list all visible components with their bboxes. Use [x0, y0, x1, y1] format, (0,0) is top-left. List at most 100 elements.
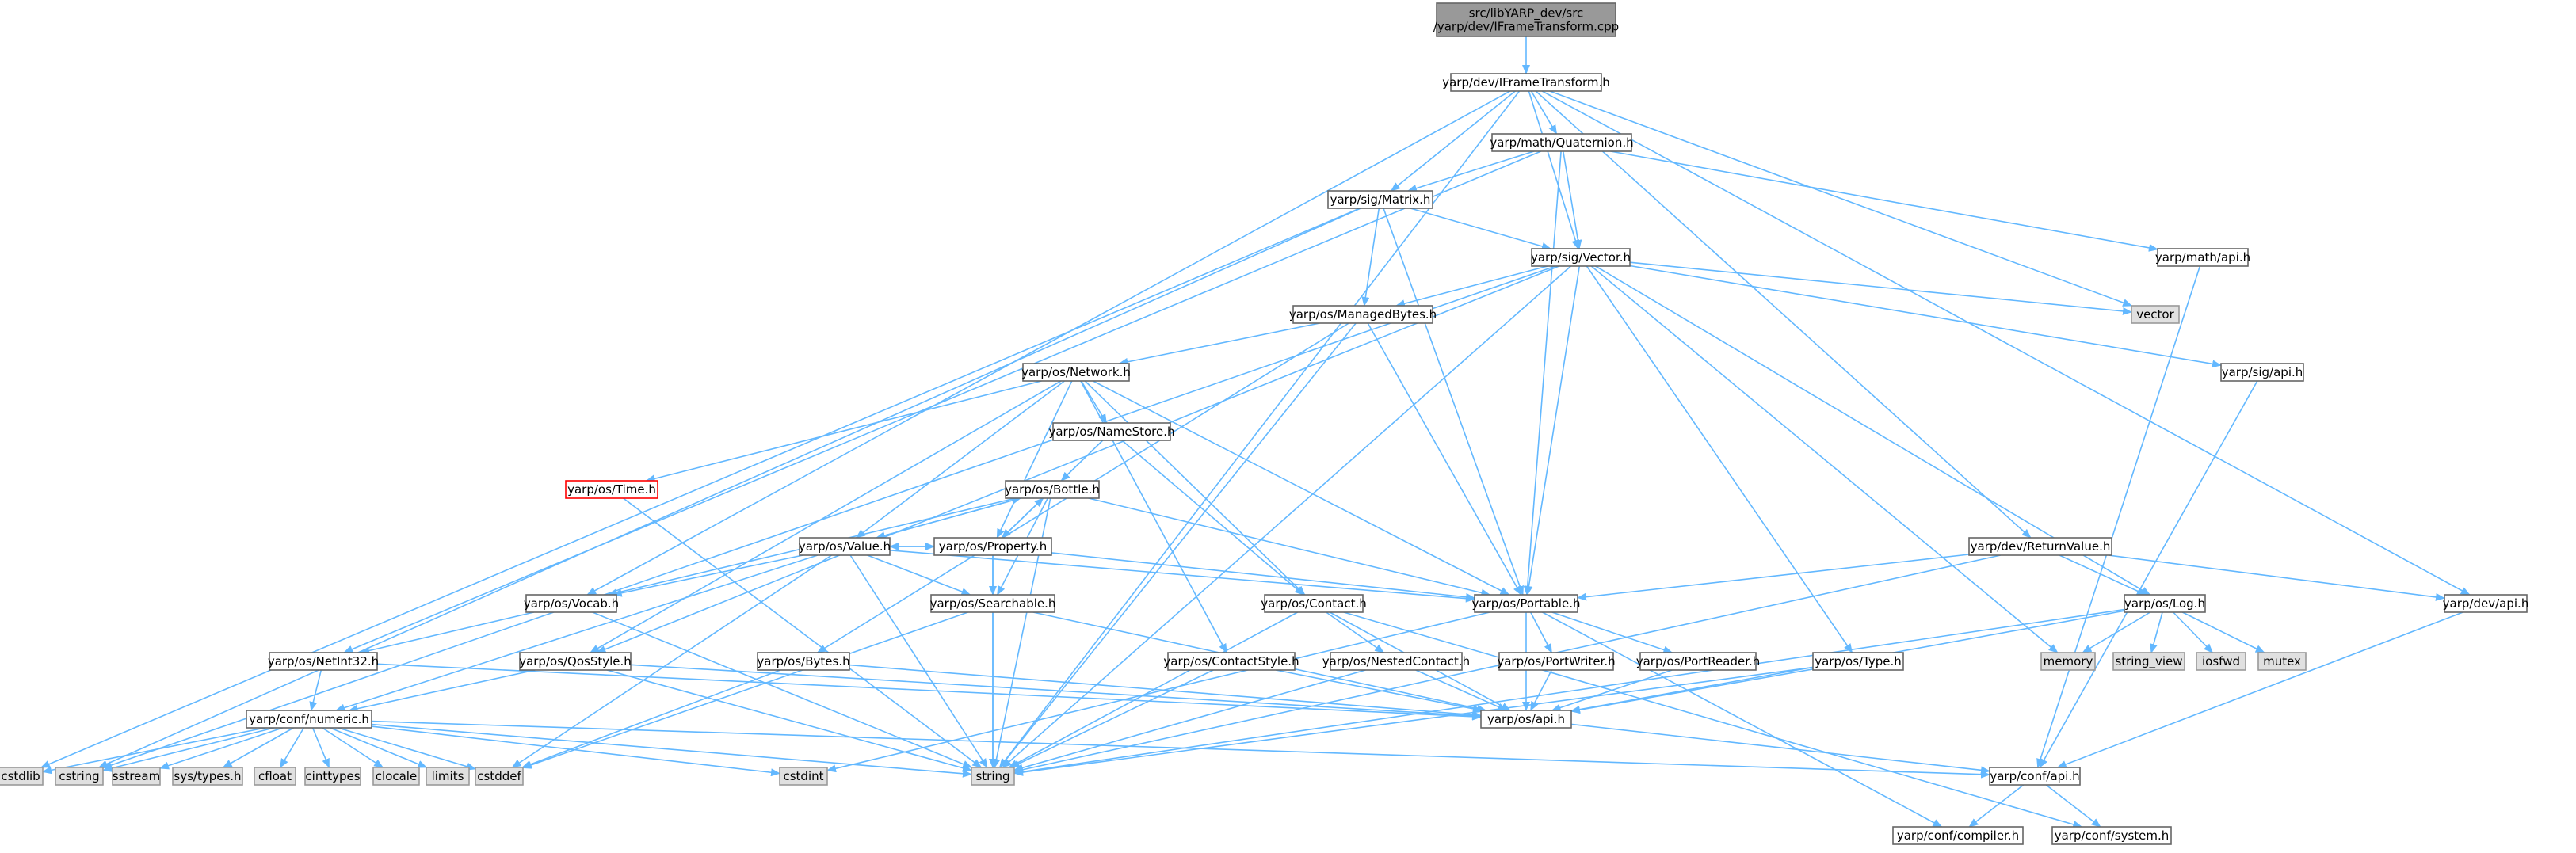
- edge-ReturnValue-to-Portable: [1577, 554, 1970, 601]
- node-box: [1330, 652, 1463, 671]
- node-QosStyle[interactable]: yarp/os/QosStyle.h: [519, 652, 632, 671]
- edge-Time-to-string: [623, 497, 983, 768]
- node-label: vector: [2136, 307, 2174, 322]
- node-Time[interactable]: yarp/os/Time.h: [565, 480, 658, 499]
- edge-Network-to-Portable: [1093, 380, 1510, 596]
- node-Vocab[interactable]: yarp/os/Vocab.h: [524, 594, 619, 613]
- edge-QosStyle-to-osapi: [630, 664, 1482, 720]
- edge-Value-to-string: [849, 554, 988, 768]
- edge-numeric-to-cstdlib: [42, 727, 265, 775]
- node-box: [1491, 133, 1632, 152]
- node-osapi[interactable]: yarp/os/api.h: [1480, 710, 1572, 729]
- node-Network[interactable]: yarp/os/Network.h: [1021, 363, 1131, 382]
- node-label: yarp/conf/compiler.h: [1897, 828, 2019, 843]
- node-box: [2051, 826, 2172, 845]
- edge-Quaternion-to-Vector: [1563, 150, 1582, 249]
- edge-Quaternion-to-Portable: [1523, 150, 1562, 596]
- edge-numeric-to-cinttypes: [311, 727, 330, 768]
- edge-Vector-to-cstring: [102, 265, 1556, 769]
- node-box: [1167, 652, 1296, 671]
- edge-numeric-to-systypes: [222, 727, 294, 768]
- node-sigapi[interactable]: yarp/sig/api.h: [2220, 363, 2304, 382]
- edge-Portable-to-compiler: [1542, 611, 1943, 828]
- node-label: yarp/os/Vocab.h: [524, 596, 619, 611]
- node-box: [2131, 305, 2180, 324]
- node-box: [2196, 652, 2246, 671]
- node-box: [1892, 826, 2024, 845]
- edge-IFrameTransform-to-Matrix: [1390, 90, 1516, 192]
- node-IFrameTransform[interactable]: yarp/dev/IFrameTransform.h: [1442, 73, 1610, 92]
- edge-Network-to-Value: [855, 380, 1065, 539]
- node-mathapi[interactable]: yarp/math/api.h: [2155, 248, 2250, 267]
- node-root[interactable]: src/libYARP_dev/src/yarp/dev/IFrameTrans…: [1433, 2, 1619, 37]
- node-sstream: sstream: [112, 767, 161, 786]
- edge-Bottle-to-string: [992, 497, 1051, 768]
- node-NameStore[interactable]: yarp/os/NameStore.h: [1048, 422, 1175, 441]
- edge-IFrameTransform-to-Vector: [1528, 90, 1580, 249]
- node-ReturnValue[interactable]: yarp/dev/ReturnValue.h: [1968, 537, 2112, 556]
- node-box: [1474, 594, 1578, 613]
- node-ManagedBytes[interactable]: yarp/os/ManagedBytes.h: [1289, 305, 1437, 324]
- node-Portable[interactable]: yarp/os/Portable.h: [1472, 594, 1581, 613]
- node-box: [1639, 652, 1757, 671]
- node-cfloat: cfloat: [254, 767, 296, 786]
- edge-Contact-to-system: [1343, 611, 2083, 828]
- node-clocale: clocale: [372, 767, 420, 786]
- node-box: [1292, 305, 1433, 324]
- node-box: [55, 767, 104, 786]
- edge-Searchable-to-cstddef: [522, 611, 968, 769]
- node-box: [525, 594, 617, 613]
- node-label: cstddef: [477, 769, 521, 783]
- node-compiler[interactable]: yarp/conf/compiler.h: [1892, 826, 2024, 845]
- node-Log[interactable]: yarp/os/Log.h: [2124, 594, 2206, 613]
- node-devapi[interactable]: yarp/dev/api.h: [2443, 594, 2529, 613]
- edge-Quaternion-to-mathapi: [1610, 150, 2158, 252]
- node-confapi[interactable]: yarp/conf/api.h: [1989, 767, 2081, 786]
- node-box: [1498, 652, 1614, 671]
- node-Quaternion[interactable]: yarp/math/Quaternion.h: [1490, 133, 1634, 152]
- node-box: [1436, 2, 1616, 37]
- edge-osapi-to-confapi: [1570, 723, 1990, 775]
- node-system[interactable]: yarp/conf/system.h: [2051, 826, 2172, 845]
- node-Contact[interactable]: yarp/os/Contact.h: [1261, 594, 1367, 613]
- edge-Vector-to-string: [1002, 265, 1572, 768]
- edge-Vector-to-Portable: [1525, 265, 1581, 596]
- edge-NameStore-to-Contact: [1121, 440, 1304, 596]
- edge-Property-to-Bottle: [1001, 497, 1044, 539]
- node-Property[interactable]: yarp/os/Property.h: [933, 537, 1052, 556]
- node-label: yarp/os/Searchable.h: [930, 596, 1056, 611]
- node-label: cstdint: [783, 769, 823, 783]
- edge-Value-to-Vocab: [612, 554, 803, 597]
- node-NestedContact[interactable]: yarp/os/NestedContact.h: [1322, 652, 1470, 671]
- node-Matrix[interactable]: yarp/sig/Matrix.h: [1327, 190, 1433, 209]
- node-systypes: sys/types.h: [172, 767, 243, 786]
- node-Bytes[interactable]: yarp/os/Bytes.h: [757, 652, 850, 671]
- edge-ContactStyle-to-osapi: [1275, 669, 1483, 713]
- node-label: yarp/conf/numeric.h: [249, 712, 369, 726]
- edge-ManagedBytes-to-string: [999, 322, 1357, 768]
- edge-Network-to-Contact: [1084, 380, 1306, 596]
- edge-ManagedBytes-to-Portable: [1367, 322, 1522, 596]
- edge-numeric-to-limits: [330, 727, 428, 768]
- node-Vector[interactable]: yarp/sig/Vector.h: [1531, 248, 1631, 267]
- node-box: [372, 767, 420, 786]
- edge-Log-to-mutex: [2181, 611, 2265, 653]
- node-label: cstdlib: [1, 769, 40, 783]
- edge-sigapi-to-confapi: [2039, 380, 2258, 768]
- node-box: [246, 710, 372, 729]
- edge-Network-to-NameStore: [1080, 380, 1108, 424]
- node-PortWriter[interactable]: yarp/os/PortWriter.h: [1497, 652, 1616, 671]
- edge-QosStyle-to-string: [606, 669, 972, 772]
- node-NetInt32[interactable]: yarp/os/NetInt32.h: [268, 652, 379, 671]
- node-ContactStyle[interactable]: yarp/os/ContactStyle.h: [1163, 652, 1299, 671]
- node-Type[interactable]: yarp/os/Type.h: [1812, 652, 1904, 671]
- edge-QosStyle-to-numeric: [348, 669, 536, 713]
- node-PortReader[interactable]: yarp/os/PortReader.h: [1636, 652, 1761, 671]
- node-Value[interactable]: yarp/os/Value.h: [799, 537, 891, 556]
- node-label: yarp/os/Bottle.h: [1005, 482, 1100, 497]
- edge-IFrameTransform-to-vector: [1549, 90, 2133, 307]
- edge-confapi-to-system: [2045, 784, 2101, 828]
- node-Bottle[interactable]: yarp/os/Bottle.h: [1005, 480, 1100, 499]
- node-Searchable[interactable]: yarp/os/Searchable.h: [930, 594, 1056, 613]
- node-numeric[interactable]: yarp/conf/numeric.h: [246, 710, 372, 729]
